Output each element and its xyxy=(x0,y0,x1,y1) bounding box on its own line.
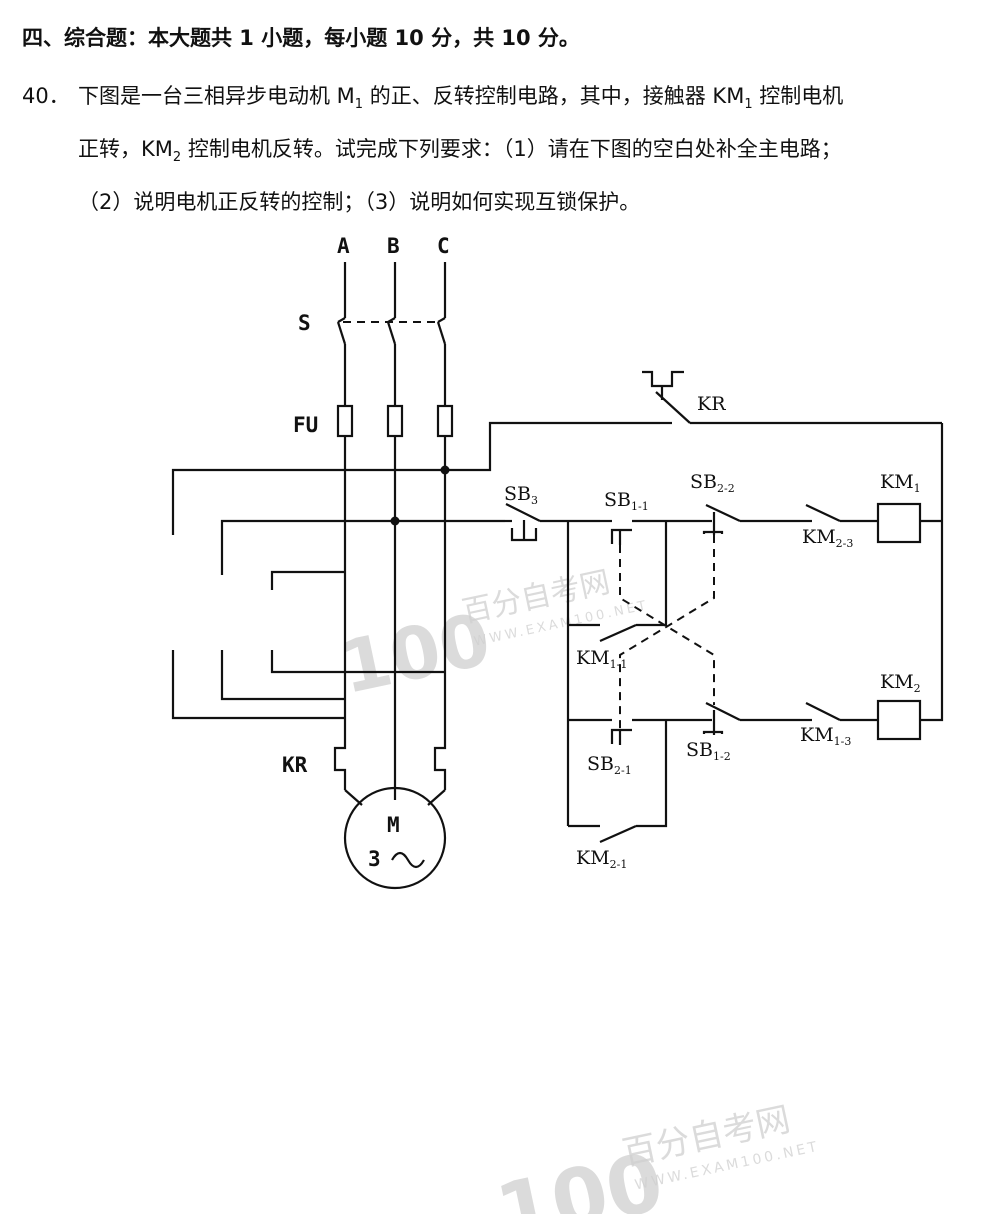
label-kr-contact: KR xyxy=(697,393,726,415)
return-line xyxy=(920,423,944,722)
label-km2-1: KM2-1 xyxy=(576,847,627,871)
sb3-stop-button xyxy=(505,503,568,542)
watermark-center: 100 百分自考网 WWW.EXAM100.NET xyxy=(333,565,650,710)
label-sb3: SB3 xyxy=(504,483,538,507)
question-line-2: 正转，KM2 控制电机反转。试完成下列要求：（1）请在下图的空白处补全主电路； xyxy=(78,137,842,166)
label-phase-a: A xyxy=(337,234,350,258)
label-sb2-2: SB2-2 xyxy=(690,471,735,495)
label-km1-3: KM1-3 xyxy=(800,724,851,748)
question-number: 40． xyxy=(22,84,70,108)
phase-lines xyxy=(343,262,447,318)
label-sb1-2: SB1-2 xyxy=(686,739,731,763)
question-line-3: （2）说明电机正反转的控制；（3）说明如何实现互锁保护。 xyxy=(78,190,641,215)
label-km1-coil: KM1 xyxy=(880,471,921,495)
label-km2-3: KM2-3 xyxy=(802,526,853,550)
label-fuse: FU xyxy=(293,413,318,437)
motor-label-3: 3 xyxy=(368,847,381,871)
watermark-bottom: 100 百分自考网 WWW.EXAM100.NET xyxy=(489,1100,822,1214)
fuses xyxy=(336,404,454,438)
label-sb1-1: SB1-1 xyxy=(604,489,649,513)
label-phase-c: C xyxy=(437,234,450,258)
kr-contact xyxy=(642,370,942,425)
switch-s xyxy=(336,317,447,345)
reverse-branch xyxy=(568,699,922,844)
main-circuit-lines xyxy=(343,436,450,800)
label-switch: S xyxy=(298,311,311,335)
label-km2-coil: KM2 xyxy=(880,671,921,695)
label-sb2-1: SB2-1 xyxy=(587,753,632,777)
label-overload: KR xyxy=(282,753,308,777)
label-km1-1: KM1-1 xyxy=(576,647,627,671)
forward-branch xyxy=(566,502,942,826)
mechanical-interlock xyxy=(619,535,715,730)
section-title: 四、综合题：本大题共 1 小题，每小题 10 分，共 10 分。 xyxy=(22,26,580,50)
motor-label-m: M xyxy=(387,813,400,837)
thermal-overload-kr xyxy=(333,740,447,806)
control-supply-wires xyxy=(171,421,660,720)
question-text: 40．下图是一台三相异步电动机 M1 的正、反转控制电路，其中，接触器 KM1 … xyxy=(22,74,982,224)
label-phase-b: B xyxy=(387,234,400,258)
motor-m: M 3 xyxy=(343,786,447,890)
question-line-1: 40．下图是一台三相异步电动机 M1 的正、反转控制电路，其中，接触器 KM1 … xyxy=(22,84,843,112)
